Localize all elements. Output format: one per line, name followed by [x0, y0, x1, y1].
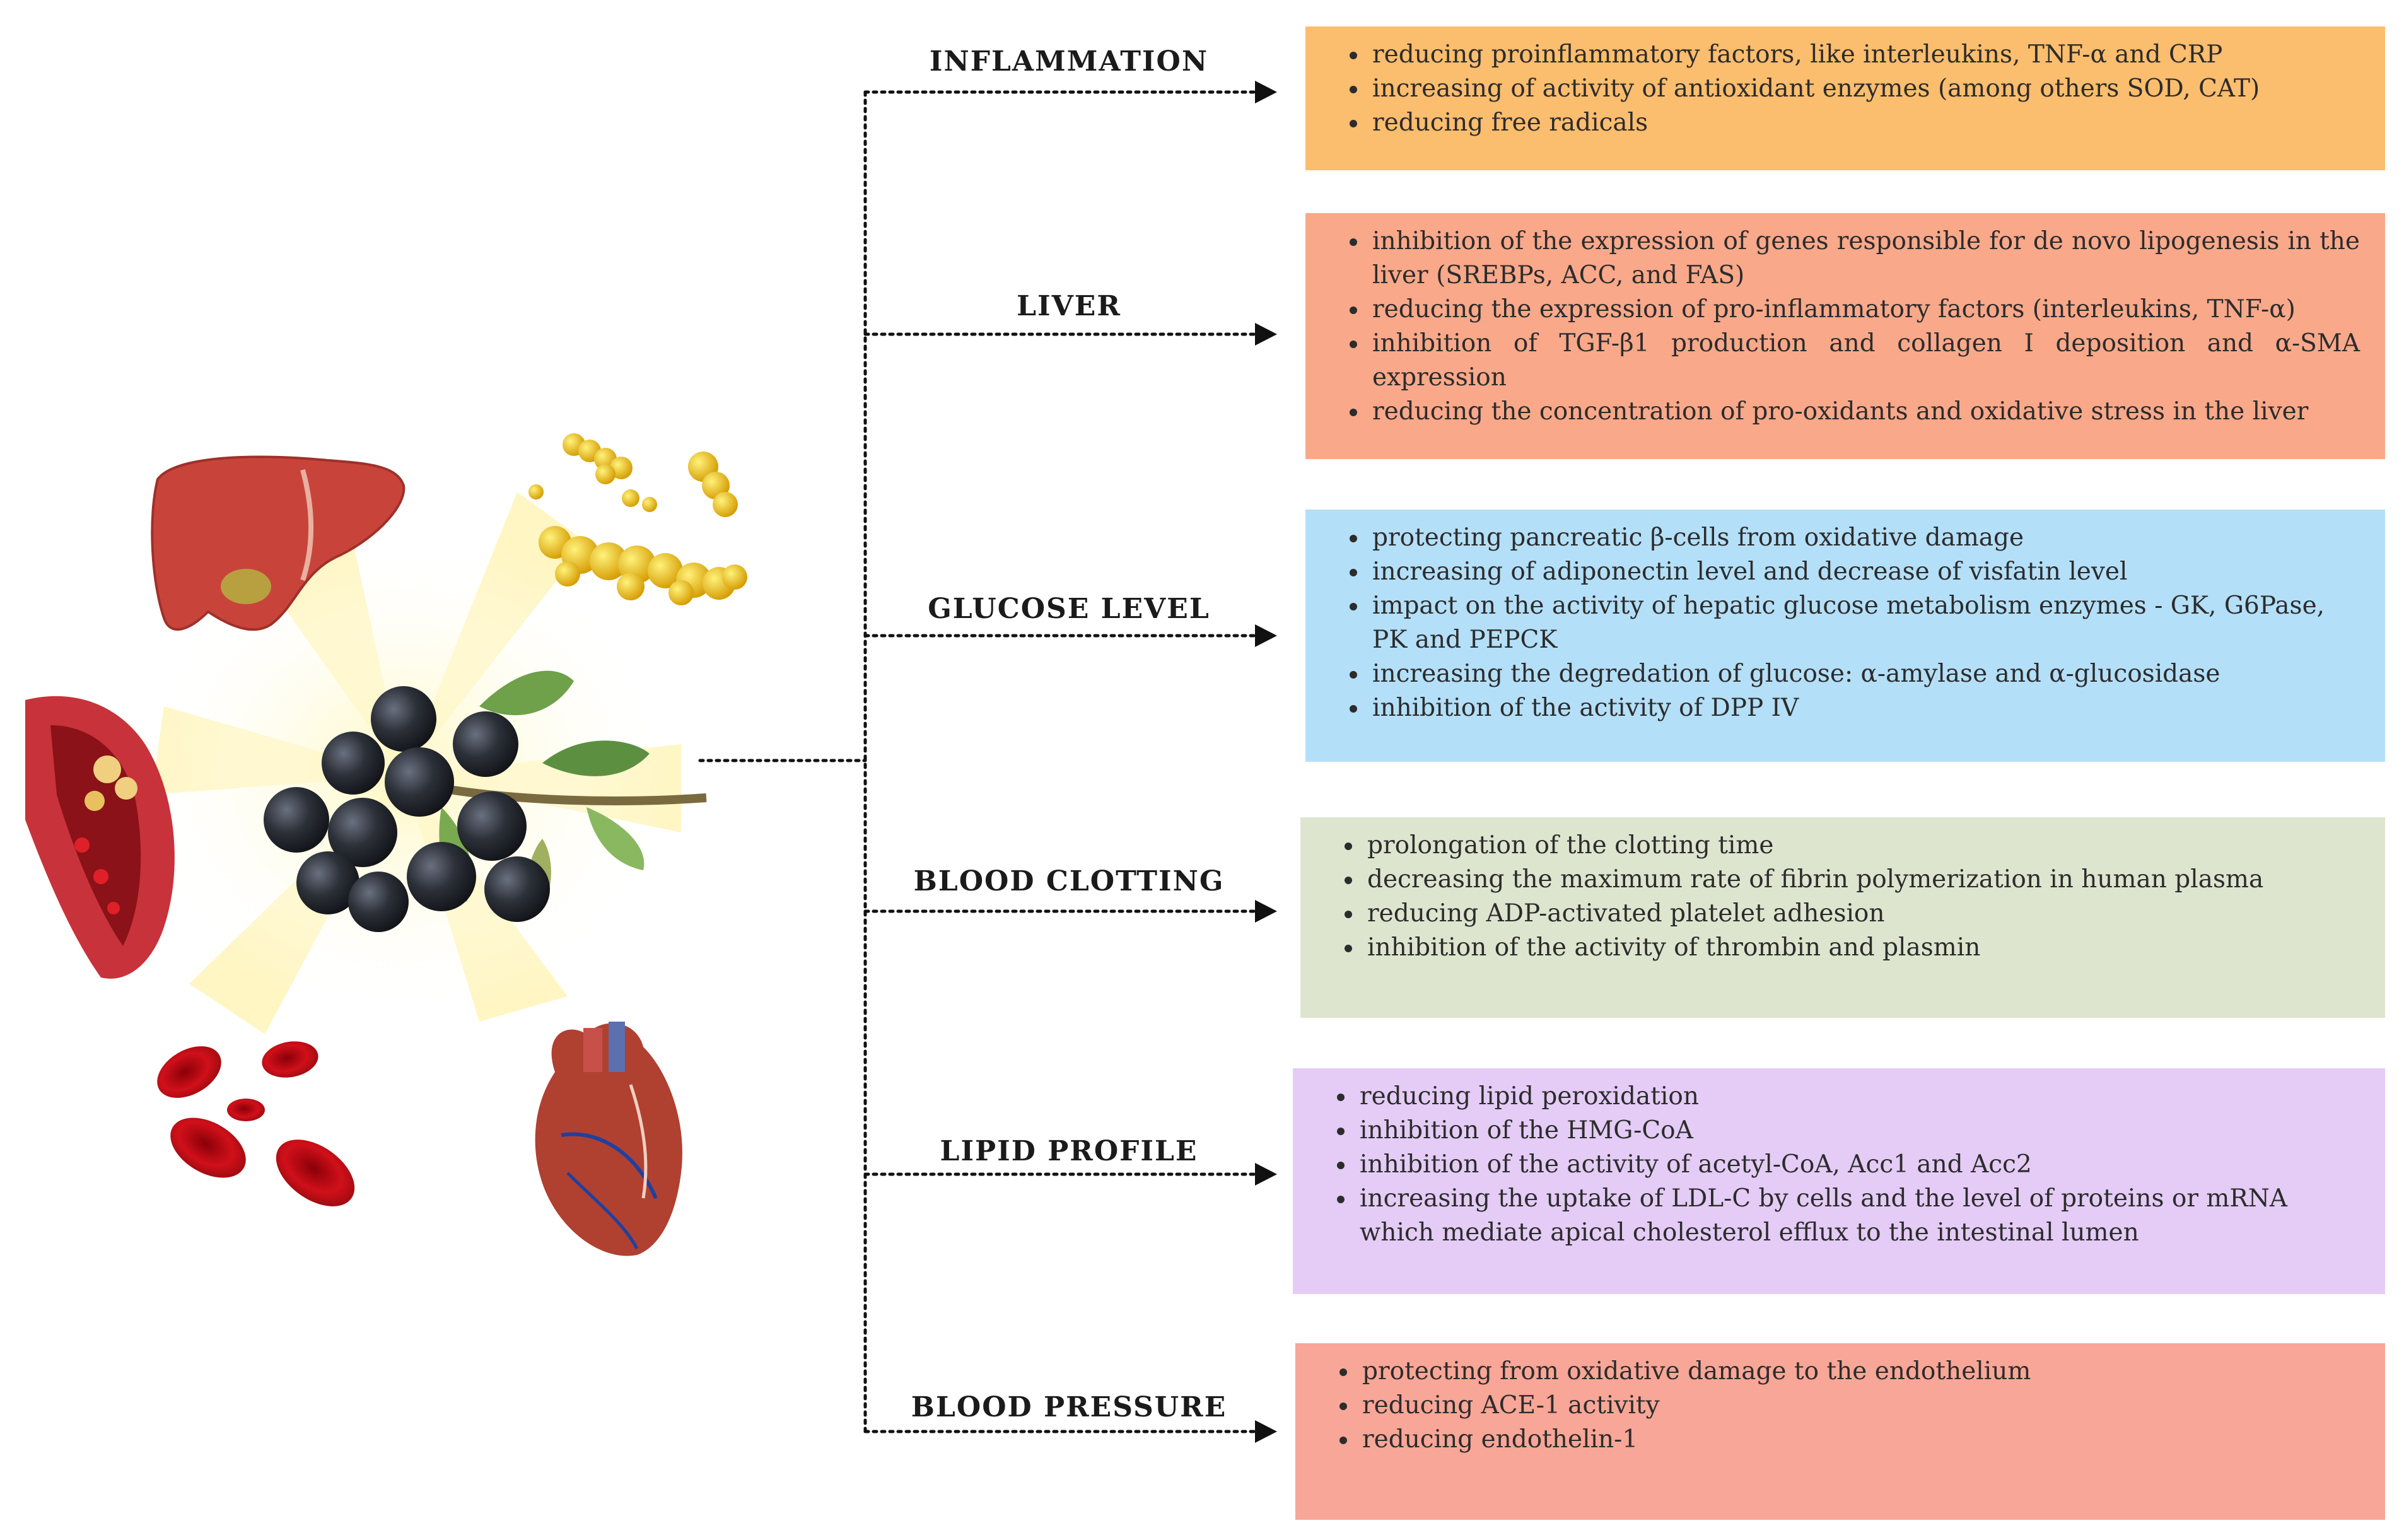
arrowhead-pressure	[1255, 1420, 1277, 1443]
list-item: reducing endothelin-1	[1358, 1423, 2360, 1457]
arrowhead-clotting	[1255, 900, 1277, 923]
list-item: inhibition of the activity of DPP IV	[1368, 691, 2360, 725]
label-clotting: BLOOD CLOTTING	[913, 865, 1225, 897]
label-inflammation: INFLAMMATION	[929, 45, 1209, 78]
arrowhead-liver	[1255, 323, 1277, 346]
box-glucose: protecting pancreatic β-cells from oxida…	[1305, 510, 2385, 762]
list-item: reducing free radicals	[1368, 106, 2360, 140]
arrowhead-lipid	[1255, 1163, 1277, 1186]
list-item: decreasing the maximum rate of fibrin po…	[1363, 863, 2360, 897]
label-pressure: BLOOD PRESSURE	[911, 1391, 1227, 1423]
liver-icon	[151, 455, 406, 631]
list-item: reducing proinflammatory factors, like i…	[1368, 38, 2360, 72]
fat-globules-icon	[528, 433, 747, 605]
list-item: reducing the concentration of pro-oxidan…	[1368, 395, 2360, 429]
list-item: inhibition of TGF-β1 production and coll…	[1368, 327, 2360, 395]
list-item: inhibition of the expression of genes re…	[1368, 225, 2360, 293]
list-item: protecting pancreatic β-cells from oxida…	[1368, 521, 2360, 555]
list-clotting: prolongation of the clotting time decrea…	[1326, 829, 2360, 965]
list-item: reducing ADP-activated platelet adhesion	[1363, 897, 2360, 931]
box-inflammation: reducing proinflammatory factors, like i…	[1305, 26, 2385, 170]
list-item: increasing of activity of antioxidant en…	[1368, 72, 2360, 106]
list-lipid: reducing lipid peroxidation inhibition o…	[1318, 1080, 2360, 1250]
list-item: reducing lipid peroxidation	[1356, 1080, 2360, 1114]
label-glucose: GLUCOSE LEVEL	[928, 593, 1210, 625]
list-inflammation: reducing proinflammatory factors, like i…	[1331, 38, 2360, 140]
box-clotting: prolongation of the clotting time decrea…	[1300, 817, 2385, 1018]
red-blood-cells-icon	[157, 1041, 355, 1206]
box-pressure: protecting from oxidative damage to the …	[1295, 1343, 2385, 1520]
list-item: inhibition of the activity of acetyl-CoA…	[1356, 1148, 2360, 1182]
list-item: inhibition of the HMG-CoA	[1356, 1114, 2360, 1148]
aronia-illustration	[25, 433, 747, 1256]
list-glucose: protecting pancreatic β-cells from oxida…	[1331, 521, 2360, 725]
clogged-artery-icon	[25, 696, 175, 979]
list-item: reducing ACE-1 activity	[1358, 1389, 2360, 1423]
list-pressure: protecting from oxidative damage to the …	[1321, 1355, 2360, 1457]
box-liver: inhibition of the expression of genes re…	[1305, 213, 2385, 459]
arrowhead-glucose	[1255, 624, 1277, 647]
list-liver: inhibition of the expression of genes re…	[1331, 225, 2360, 429]
label-lipid: LIPID PROFILE	[940, 1135, 1198, 1167]
aronia-berries-icon	[264, 686, 550, 932]
list-item: reducing the expression of pro-inflammat…	[1368, 293, 2360, 327]
list-item: protecting from oxidative damage to the …	[1358, 1355, 2360, 1389]
box-lipid: reducing lipid peroxidation inhibition o…	[1293, 1068, 2385, 1294]
list-item: prolongation of the clotting time	[1363, 829, 2360, 863]
heart-icon	[535, 1022, 682, 1256]
label-liver: LIVER	[1017, 290, 1121, 322]
list-item: inhibition of the activity of thrombin a…	[1363, 931, 2360, 965]
arrowhead-inflammation	[1255, 81, 1277, 103]
list-item: increasing the uptake of LDL-C by cells …	[1356, 1182, 2360, 1250]
list-item: impact on the activity of hepatic glucos…	[1368, 589, 2360, 657]
list-item: increasing the degredation of glucose: α…	[1368, 657, 2360, 691]
list-item: increasing of adiponectin level and decr…	[1368, 555, 2360, 589]
